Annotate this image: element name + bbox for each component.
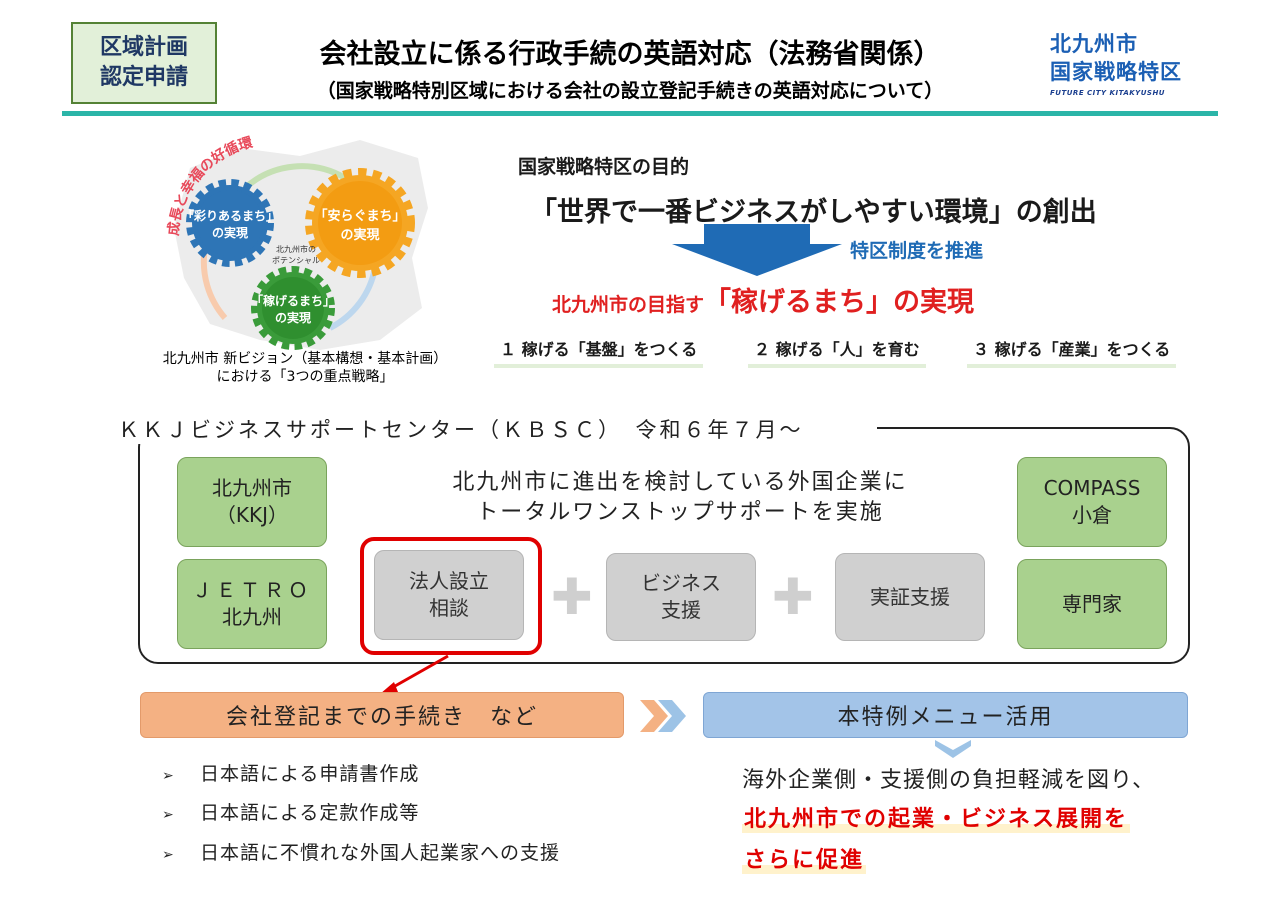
gear-green-label-1: 「稼げるまち」	[251, 293, 335, 308]
procedures-bar: 会社登記までの手続き など	[140, 692, 624, 738]
bullet-text-2: 日本語による定款作成等	[200, 802, 420, 824]
gear-blue-label-1: 「彩りあるまち」	[182, 208, 278, 223]
center-label-1: 北九州市の	[276, 244, 316, 254]
kbsc-title-background	[112, 410, 877, 444]
result-line-2: 北九州市での起業・ビジネス展開を	[742, 801, 1131, 833]
down-arrow-icon	[672, 224, 842, 276]
strategy-item-1: １ 稼げる「基盤」をつくる	[494, 334, 704, 368]
logo-line-3: FUTURE CITY KITAKYUSHU	[1050, 89, 1165, 97]
gears-caption-line-2: における「3つの重点戦略」	[216, 369, 394, 385]
cycle-arrow-top	[242, 163, 347, 191]
badge-line-1: 区域計画	[99, 35, 188, 60]
gear-orange-label-1: 「安らぐまち」	[314, 208, 405, 224]
result-line-1: 海外企業側・支援側の負担軽減を図り、	[742, 768, 1156, 793]
service-incorporation-line-1: 法人設立	[409, 569, 489, 593]
strategy-item-3: ３ 稼げる「産業」をつくる	[967, 334, 1177, 368]
center-label-2: ポテンシャル	[272, 256, 320, 265]
partner-kkj-box: 北九州市 （KKJ）	[177, 457, 327, 547]
kbsc-title: ＫＫＪビジネスサポートセンター（ＫＢＳＣ） 令和６年７月～	[118, 418, 804, 442]
red-connector-arrow-icon	[380, 654, 449, 694]
partner-expert-label: 専門家	[1062, 591, 1122, 616]
double-chevron-right-icon	[640, 700, 686, 732]
bullet-arrow-icon: ➢	[162, 847, 175, 863]
gears-caption-line-1: 北九州市 新ビジョン（基本構想・基本計画）	[162, 351, 448, 367]
chevron-down-icon	[935, 740, 971, 758]
special-zone-purpose-statement: 「世界で一番ビジネスがしやすい環境」の創出	[530, 197, 1097, 228]
gear-green-icon	[251, 266, 335, 350]
partner-jetro-box: ＪＥＴＲＯ 北九州	[177, 559, 327, 649]
gear-orange-label-2: の実現	[340, 227, 379, 243]
bullet-text-1: 日本語による申請書作成	[200, 763, 420, 785]
service-demo-box: 実証支援	[835, 553, 985, 641]
strategy-item-2: ２ 稼げる「人」を育む	[748, 334, 926, 368]
gear-orange-icon	[305, 168, 415, 278]
partner-compass-line-1: COMPASS	[1043, 476, 1141, 500]
badge-line-2: 認定申請	[99, 65, 188, 90]
gear-blue-icon	[186, 179, 274, 267]
service-incorporation-line-2: 相談	[429, 596, 469, 620]
kbsc-description: 北九州市に進出を検討している外国企業に トータルワンストップサポートを実施	[380, 468, 980, 528]
kbsc-description-line-2: トータルワンストップサポートを実施	[476, 500, 884, 525]
partner-compass-line-2: 小倉	[1072, 503, 1112, 527]
logo-line-1: 北九州市	[1050, 32, 1138, 56]
gears-caption: 北九州市 新ビジョン（基本構想・基本計画） における「3つの重点戦略」	[140, 350, 470, 386]
page-title: 会社設立に係る行政手続の英語対応（法務省関係）	[319, 39, 941, 70]
partner-kkj-line-2: （KKJ）	[215, 503, 289, 527]
service-demo-label: 実証支援	[870, 584, 950, 609]
bullet-arrow-icon: ➢	[162, 807, 175, 823]
service-business-line-2: 支援	[661, 598, 701, 622]
plus-icon: ✚	[551, 568, 593, 626]
partner-jetro-line-1: ＪＥＴＲＯ	[192, 578, 312, 602]
gears-illustration: 「彩りあるまち」 の実現 「安らぐまち」 の実現 「稼げるまち」 の実現 北九州…	[165, 134, 428, 350]
city-goal-main: 「稼げるまち」の実現	[704, 287, 975, 318]
list-item: ➢ 日本語による申請書作成	[162, 759, 419, 786]
special-menu-bar: 本特例メニュー活用	[703, 692, 1188, 738]
city-goal-prefix: 北九州市の目指す	[552, 294, 705, 316]
plus-icon: ✚	[772, 568, 814, 626]
partner-kkj-line-1: 北九州市	[212, 476, 292, 500]
three-strategies-gears-diagram: 「彩りあるまち」 の実現 「安らぐまち」 の実現 「稼げるまち」 の実現 北九州…	[150, 128, 440, 358]
service-business-box: ビジネス 支援	[606, 553, 756, 641]
area-plan-badge: 区域計画 認定申請	[71, 22, 217, 104]
logo-line-2: 国家戦略特区	[1050, 60, 1182, 84]
promote-special-zone-text: 特区制度を推進	[850, 240, 984, 262]
result-line-3: さらに促進	[742, 842, 867, 874]
list-item: ➢ 日本語に不慣れな外国人起業家への支援	[162, 838, 560, 865]
service-business-line-1: ビジネス	[641, 571, 721, 595]
page-subtitle: （国家戦略特別区域における会社の設立登記手続きの英語対応について）	[316, 80, 944, 102]
service-incorporation-box: 法人設立 相談	[374, 550, 524, 640]
kitakyushu-special-zone-logo: 北九州市 国家戦略特区 FUTURE CITY KITAKYUSHU	[1050, 30, 1210, 104]
partner-jetro-line-2: 北九州	[222, 605, 282, 629]
partner-compass-box: COMPASS 小倉	[1017, 457, 1167, 547]
header-divider	[62, 111, 1218, 116]
list-item: ➢ 日本語による定款作成等	[162, 798, 419, 825]
incorporation-highlight-frame	[360, 537, 542, 655]
bullet-arrow-icon: ➢	[162, 768, 175, 784]
special-zone-purpose-label: 国家戦略特区の目的	[518, 156, 690, 178]
bullet-text-3: 日本語に不慣れな外国人起業家への支援	[200, 842, 561, 864]
city-goal-heading: 北九州市の目指す「稼げるまち」の実現	[552, 280, 974, 319]
kbsc-description-line-1: 北九州市に進出を検討している外国企業に	[452, 470, 908, 495]
special-menu-bar-label: 本特例メニュー活用	[837, 705, 1054, 730]
procedures-bar-label: 会社登記までの手続き など	[225, 705, 538, 730]
partner-expert-box: 専門家	[1017, 559, 1167, 649]
gear-blue-label-2: の実現	[212, 225, 248, 240]
gear-green-label-2: の実現	[275, 310, 311, 325]
